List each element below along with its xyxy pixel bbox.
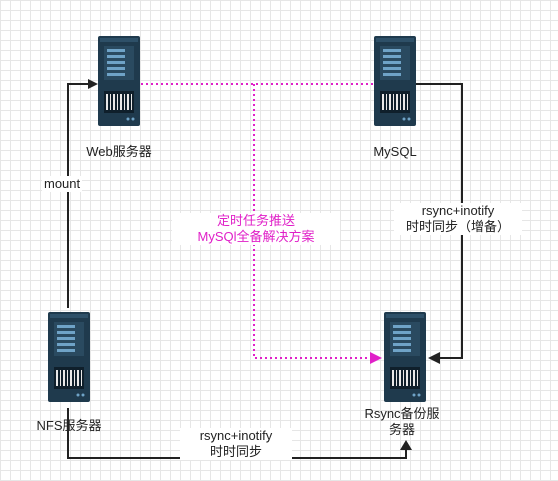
mysql-sync-line2: 时时同步（增备） (405, 219, 510, 234)
edge-web-to-rsync-down (253, 84, 372, 359)
cron-push-line1: 定时任务推送 (216, 213, 295, 228)
rsync-server-label-line1: Rsync备份服 (364, 406, 440, 421)
nfs-server-label: NFS服务器 (36, 418, 102, 433)
nfs-sync-line2: 时时同步 (209, 444, 262, 459)
nfs-sync-edge-label: rsync+inotify 时时同步 (180, 428, 292, 460)
web-server-label: Web服务器 (86, 144, 152, 159)
edge-nfs-to-web (67, 83, 96, 308)
rsync-server-label-line2: 务器 (388, 422, 415, 437)
rsync-server-label: Rsync备份服 务器 (352, 406, 452, 438)
mysql-sync-line1: rsync+inotify (421, 203, 495, 218)
arrow-head-icon (428, 352, 440, 364)
nfs-server-icon (48, 312, 90, 402)
cron-push-line2: MySQl全备解决方案 (197, 229, 315, 244)
arrow-head-icon (370, 352, 382, 364)
web-server-icon (98, 36, 140, 126)
cron-push-edge-label: 定时任务推送 MySQl全备解决方案 (172, 213, 340, 245)
nfs-sync-line1: rsync+inotify (199, 428, 273, 443)
rsync-server-icon (384, 312, 426, 402)
mysql-server-label: MySQL (373, 144, 417, 159)
arrow-head-icon (400, 440, 412, 450)
mysql-server-icon (374, 36, 416, 126)
arrow-head-icon (88, 79, 98, 89)
mysql-sync-edge-label: rsync+inotify 时时同步（增备） (394, 203, 522, 235)
mount-edge-label: mount (42, 176, 83, 192)
